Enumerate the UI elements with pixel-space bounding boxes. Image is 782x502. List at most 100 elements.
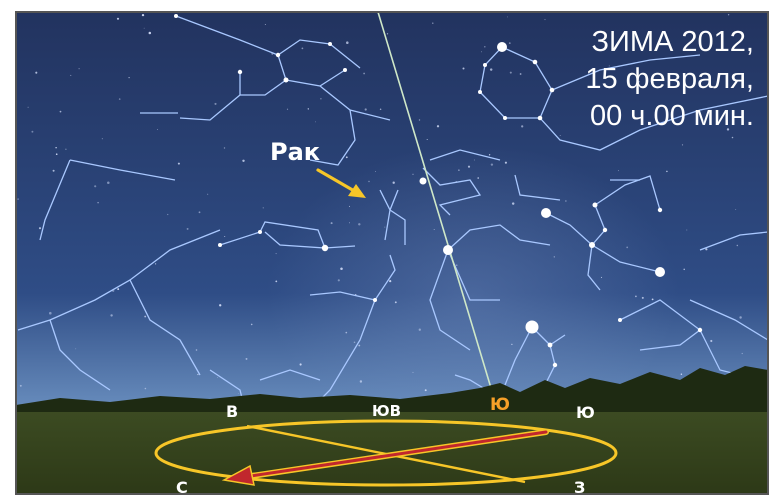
compass-ellipse-icon [154,419,618,487]
faint-star [144,387,147,390]
faint-star [345,331,348,334]
meridian-line [377,11,495,399]
faint-star [75,348,77,350]
faint-star [462,67,465,70]
faint-star [197,373,199,376]
faint-star [358,223,361,226]
caption-time: 00 ч.00 мин. [589,100,754,132]
faint-star [264,24,266,25]
faint-star [330,222,333,225]
faint-star [275,253,277,255]
faint-star [27,106,29,108]
faint-star [59,110,62,113]
faint-star [55,153,58,156]
faint-star [477,177,480,179]
direction-south-label: Ю [576,403,595,422]
faint-star [237,393,239,394]
faint-star [116,17,120,20]
faint-star [31,130,34,133]
faint-star [154,263,157,265]
faint-star [481,51,482,53]
faint-star [519,73,522,75]
faint-star [467,165,471,168]
faint-star [38,227,42,230]
direction-southeast-label: ЮВ [372,402,402,420]
faint-star [307,108,309,110]
faint-star [412,173,414,175]
faint-star [726,128,730,131]
faint-star [217,376,218,378]
faint-star [262,207,264,209]
faint-star [337,279,340,282]
faint-star [70,74,72,76]
bright-stars [174,14,703,368]
milky-way-glow [220,110,680,450]
faint-star [651,298,654,301]
faint-star [681,144,684,146]
faint-star [101,138,103,140]
faint-star [489,68,493,71]
faint-star [635,295,637,298]
faint-star [424,389,427,392]
faint-star [683,268,685,271]
faint-star [710,339,713,343]
faint-star [553,256,555,258]
faint-star [280,146,282,148]
faint-star [349,205,350,207]
faint-star [214,102,217,105]
faint-star [608,65,610,67]
faint-star [195,349,198,351]
faint-star [353,341,356,344]
faint-star [394,301,397,304]
faint-star [507,16,508,18]
faint-star [363,72,365,75]
faint-star [219,304,222,307]
faint-star [345,156,348,159]
faint-star [389,279,392,283]
faint-star [626,246,629,249]
faint-star [511,343,513,346]
faint-star [508,42,511,44]
faint-star [736,244,738,247]
faint-star [143,27,145,29]
faint-star [19,384,22,387]
faint-star [544,19,546,21]
pointer-arrow-icon [316,168,358,194]
faint-star [666,170,668,173]
faint-star [458,169,460,171]
faint-star [299,363,302,366]
pointer-arrowhead-icon [348,184,366,198]
faint-star [521,125,524,128]
faint-star [207,193,209,195]
faint-star [35,71,38,74]
faint-star [97,201,99,204]
faint-star [488,154,491,156]
faint-star [346,41,349,44]
faint-star [245,357,248,360]
caption-season-year: ЗИМА 2012, [591,26,755,58]
faint-star [107,181,110,185]
faint-star [641,296,644,299]
faint-star [275,280,278,283]
faint-star [638,81,640,83]
meridian-south-label: Ю [490,395,510,415]
faint-star [375,171,377,173]
faint-star [177,162,180,165]
faint-star [348,222,350,224]
faint-star [144,315,147,318]
faint-star [741,352,743,355]
faint-star [484,46,486,48]
faint-star [78,68,80,70]
faint-star [473,159,475,161]
constellation-label-cancer: Рак [270,138,321,166]
faint-star [412,371,414,373]
tree-silhouette [16,366,768,420]
faint-star [727,14,730,16]
faint-star [418,119,421,121]
faint-star [379,108,382,110]
faint-star [731,136,734,139]
faint-star [55,146,57,149]
faint-star [148,31,152,35]
direction-west-label: З [574,478,586,497]
